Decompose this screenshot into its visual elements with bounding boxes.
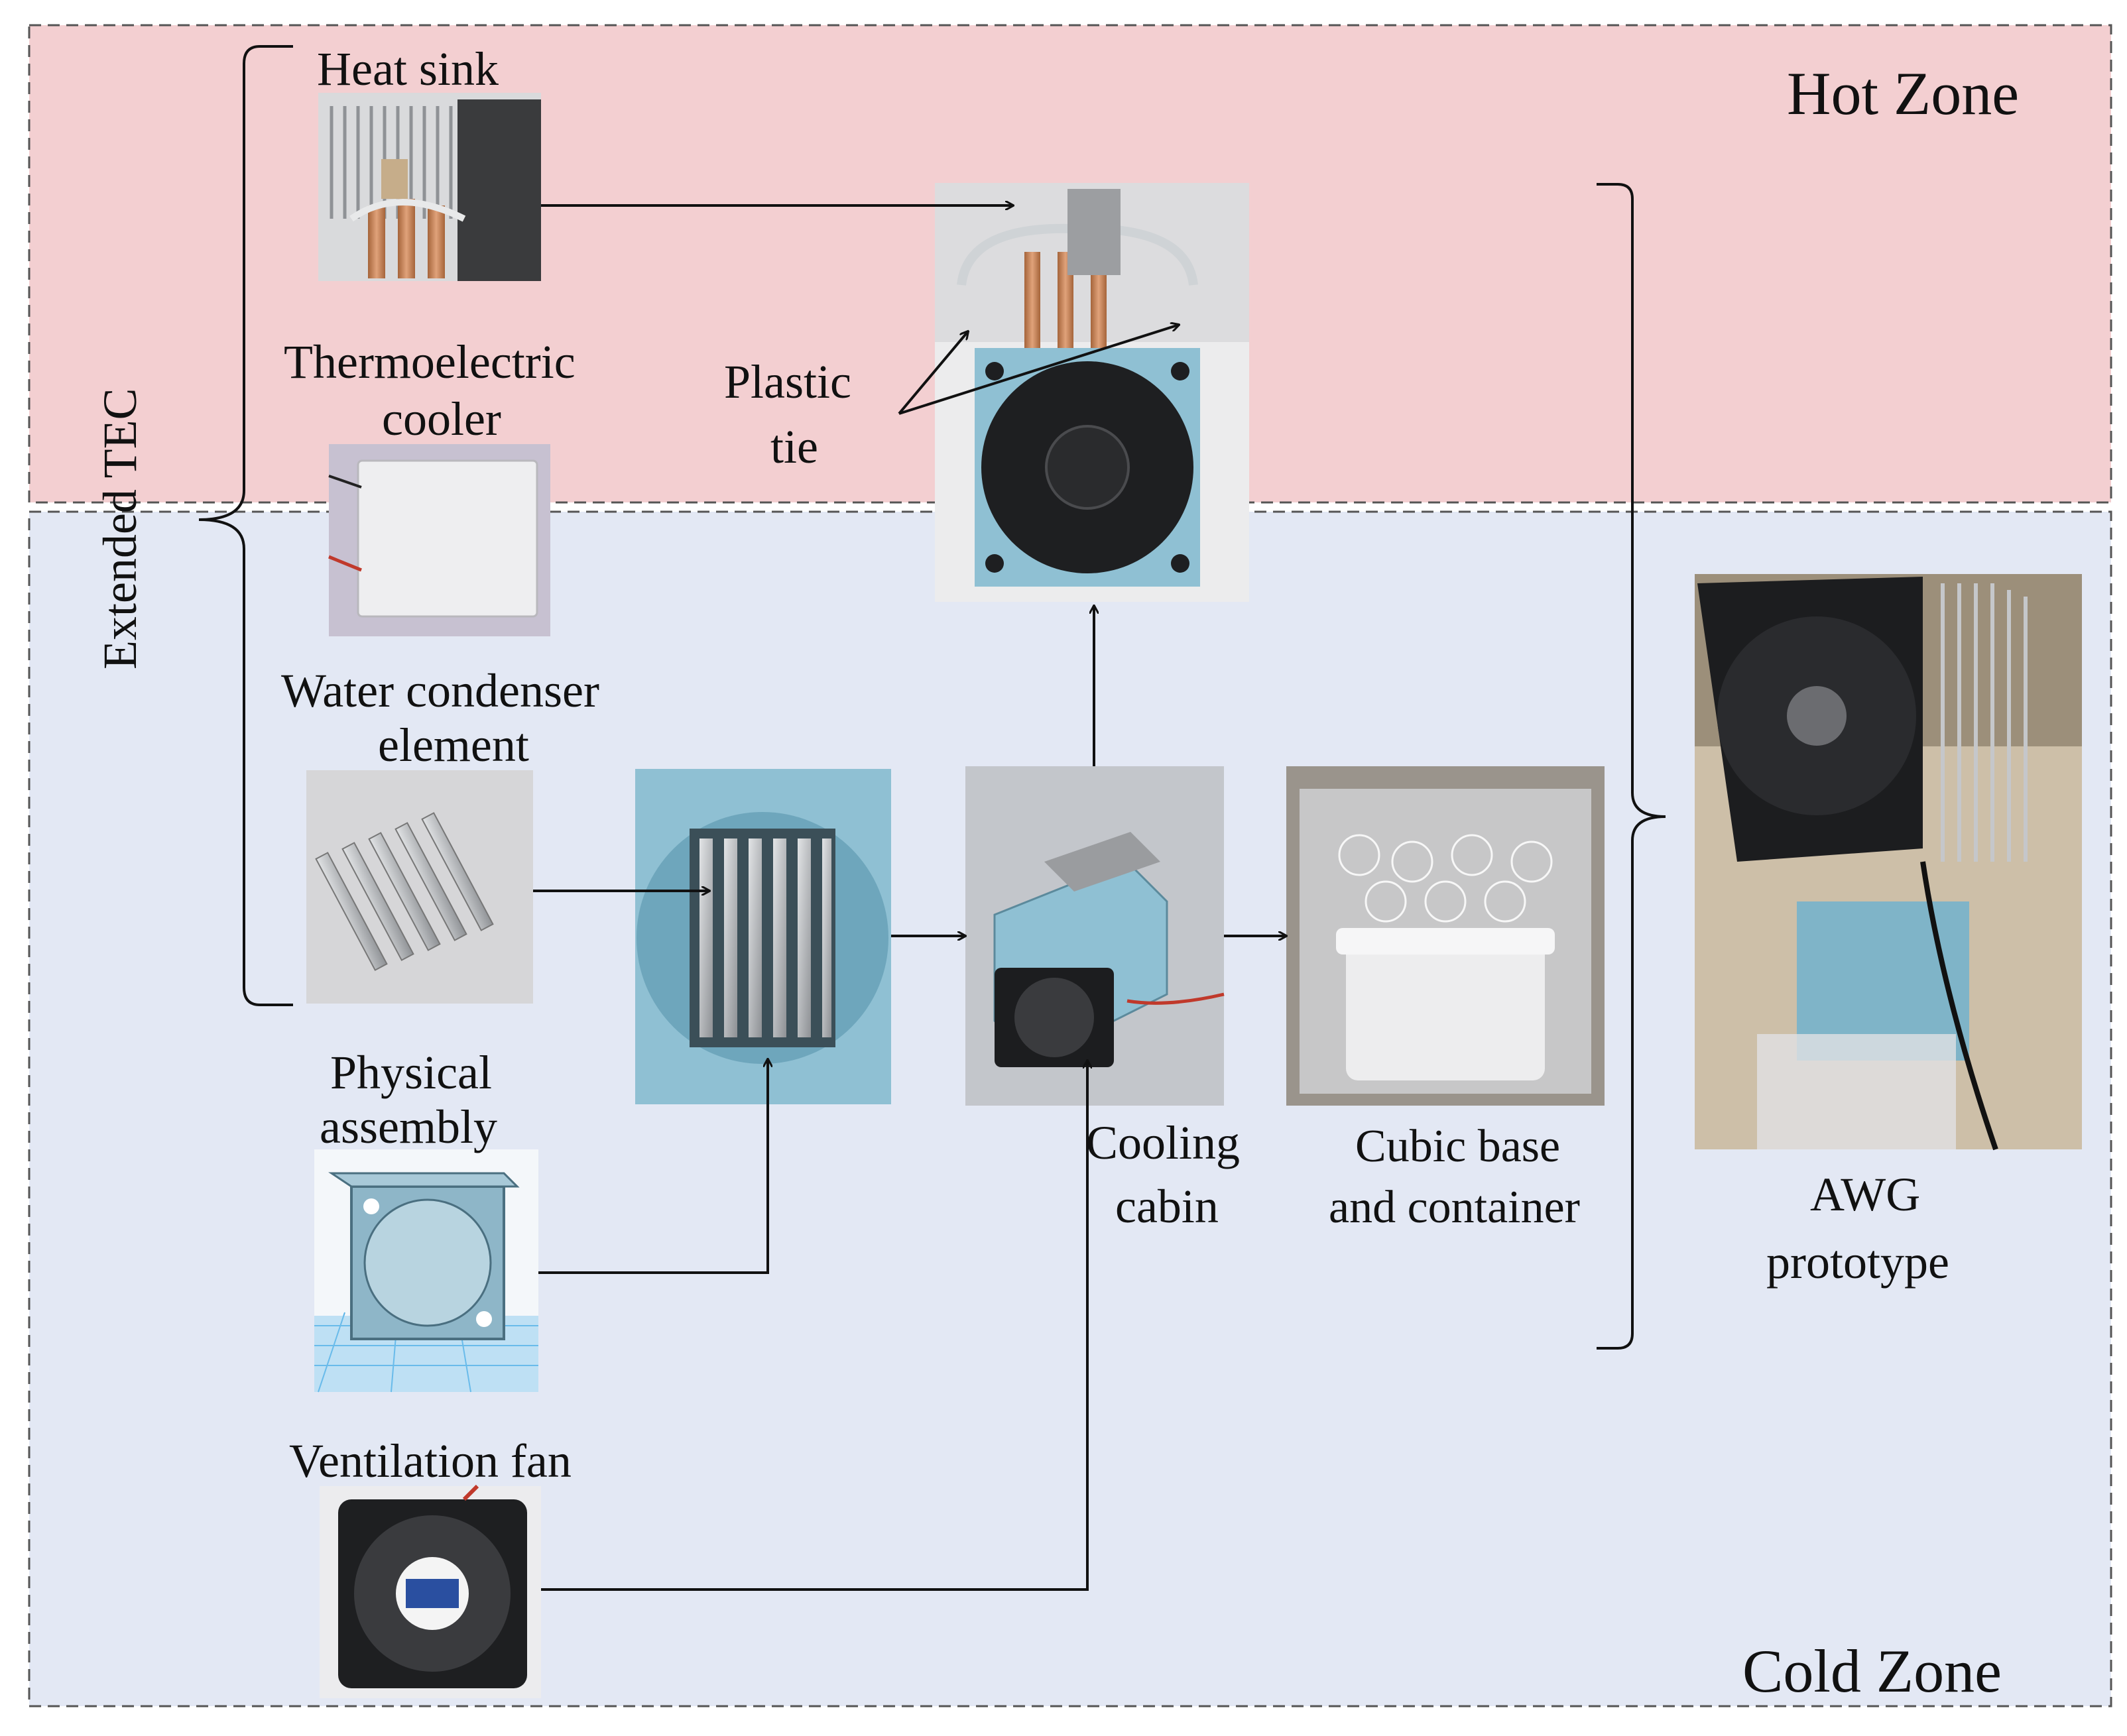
cooling-cabin-label-line2: cabin	[1115, 1180, 1219, 1233]
ventilation-fan-image	[320, 1484, 541, 1698]
vent-fan-label: Ventilation fan	[289, 1434, 572, 1487]
awg-label-line2: prototype	[1766, 1236, 1949, 1289]
cooling-cabin-image	[965, 766, 1225, 1106]
cubic-base-label-line2: and container	[1329, 1182, 1580, 1233]
awg-label-line1: AWG	[1810, 1168, 1920, 1221]
heat-sink-label: Heat sink	[317, 42, 499, 95]
connector-lines	[533, 205, 1286, 1591]
plastic-tie-label-line1: Plastic	[724, 355, 851, 408]
cold-zone-title: Cold Zone	[1742, 1637, 2002, 1705]
arrow-fan-to-cabin	[541, 1061, 1087, 1591]
cooling-cabin-label-line1: Cooling	[1086, 1116, 1240, 1169]
physical-assembly-image	[314, 1149, 538, 1393]
cubic-base-image	[1286, 766, 1605, 1106]
cubic-base-label-line1: Cubic base	[1355, 1121, 1560, 1172]
condenser-housing-image	[635, 769, 891, 1104]
top-assembly-image	[935, 183, 1249, 602]
arrow-physical-to-housing	[538, 1059, 768, 1274]
extended-tec-brace	[198, 45, 293, 1006]
condenser-element-image	[306, 770, 533, 1004]
condenser-label-line2: element	[378, 719, 529, 772]
awg-prototype-image	[1695, 574, 2082, 1151]
arrow-plastic-tie-1	[898, 331, 968, 415]
physical-label-line2: assembly	[320, 1100, 497, 1153]
awg-brace	[1597, 183, 1666, 1350]
condenser-label-line1: Water condenser	[281, 664, 599, 717]
physical-label-line1: Physical	[330, 1046, 492, 1099]
plastic-tie-label-line2: tie	[770, 420, 818, 473]
extended-tec-label: Extended TEC	[93, 388, 147, 669]
thermoelectric-label-line1: Thermoelectric	[284, 335, 576, 388]
thermoelectric-cooler-image	[328, 444, 550, 636]
arrow-plastic-tie-2	[898, 325, 1179, 415]
heat-sink-image	[318, 93, 541, 281]
hot-zone-title: Hot Zone	[1787, 60, 2019, 127]
thermoelectric-label-line2: cooler	[382, 392, 501, 445]
